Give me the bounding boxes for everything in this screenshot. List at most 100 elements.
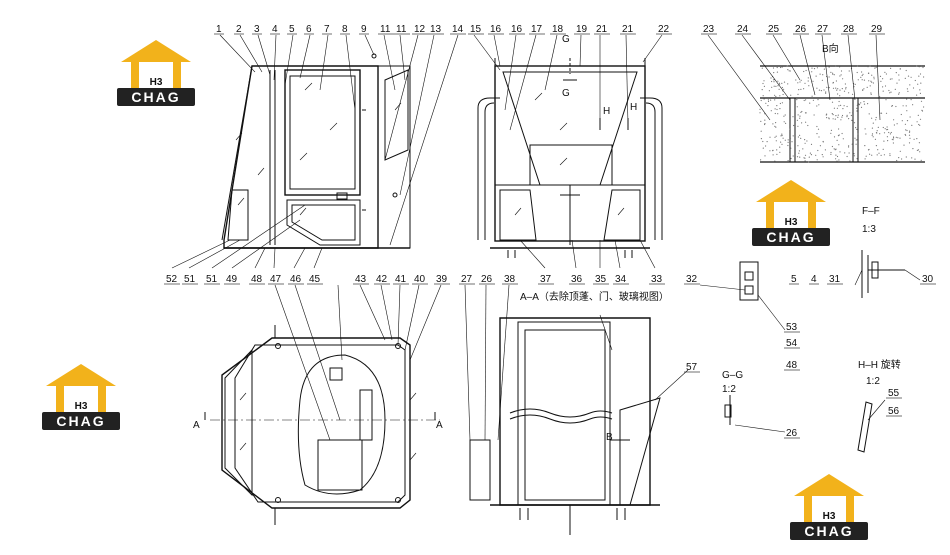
stipple-dot: [828, 76, 830, 78]
callout-16: 16: [511, 24, 523, 35]
stipple-dot: [884, 85, 887, 87]
stipple-dot: [884, 71, 886, 73]
stipple-dot: [787, 65, 789, 67]
stipple-dot: [871, 74, 873, 76]
stipple-dot: [848, 118, 850, 120]
stipple-dot: [844, 152, 846, 154]
stipple-dot: [895, 136, 897, 138]
stipple-dot: [907, 90, 909, 92]
stipple-dot: [923, 106, 925, 108]
stipple-dot: [797, 114, 799, 116]
stipple-dot: [776, 105, 778, 107]
callout-55: 55: [888, 388, 900, 399]
callout-48: 48: [251, 274, 263, 285]
stipple-dot: [858, 103, 860, 105]
stipple-dot: [775, 126, 777, 128]
stipple-dot: [761, 89, 763, 91]
callout-25: 25: [768, 24, 780, 35]
stipple-dot: [810, 154, 813, 156]
stipple-dot: [919, 118, 922, 120]
stipple-dot: [875, 66, 877, 68]
chag-logo: H3 CHAG: [42, 362, 120, 434]
stipple-dot: [804, 157, 806, 159]
stipple-dot: [764, 123, 766, 126]
stipple-dot: [776, 153, 778, 155]
stipple-dot: [889, 78, 892, 80]
stipple-dot: [899, 68, 901, 70]
stipple-dot: [808, 85, 810, 87]
stipple-dot: [890, 91, 892, 93]
stipple-dot: [787, 83, 789, 85]
stipple-dot: [831, 101, 834, 103]
stipple-dot: [785, 122, 787, 124]
stipple-dot: [777, 113, 779, 115]
stipple-dot: [885, 112, 888, 114]
stipple-dot: [773, 85, 775, 87]
stipple-dot: [815, 75, 817, 77]
stipple-dot: [867, 149, 870, 151]
callout-35: 35: [595, 274, 607, 285]
stipple-dot: [905, 69, 907, 72]
stipple-dot: [826, 113, 828, 115]
callout-42: 42: [376, 274, 388, 285]
stipple-dot: [826, 117, 828, 119]
stipple-dot: [760, 138, 763, 140]
stipple-dot: [917, 114, 919, 116]
stipple-dot: [920, 159, 922, 161]
house-mark-icon: H3: [46, 364, 116, 412]
stipple-dot: [783, 81, 786, 83]
stipple-dot: [781, 102, 784, 104]
stipple-dot: [909, 84, 911, 86]
callout-15: 15: [470, 24, 482, 35]
stipple-dot: [764, 155, 766, 157]
section-g-g-title: G–G: [722, 370, 743, 381]
stipple-dot: [866, 86, 868, 88]
stipple-dot: [853, 153, 855, 155]
stipple-dot: [779, 83, 781, 85]
stipple-dot: [809, 102, 811, 104]
stipple-dot: [908, 142, 911, 144]
section-marker-g-bottom: G: [562, 88, 570, 99]
stipple-dot: [799, 156, 801, 158]
stipple-dot: [919, 73, 922, 75]
stipple-dot: [919, 124, 921, 126]
stipple-dot: [836, 139, 838, 141]
stipple-dot: [838, 144, 840, 146]
stipple-dot: [825, 91, 827, 93]
stipple-dot: [888, 131, 890, 134]
stipple-dot: [882, 148, 884, 150]
stipple-dot: [803, 70, 805, 73]
stipple-dot: [796, 119, 799, 121]
stipple-dot: [818, 89, 821, 91]
stipple-dot: [868, 113, 870, 115]
stipple-dot: [869, 85, 871, 87]
stipple-dot: [781, 86, 784, 89]
stipple-dot: [909, 116, 911, 118]
stipple-dot: [770, 110, 772, 112]
stipple-dot: [781, 143, 783, 145]
stipple-dot: [856, 107, 858, 109]
stipple-dot: [882, 90, 884, 92]
svg-text:H3: H3: [823, 511, 836, 522]
stipple-dot: [842, 108, 844, 110]
callout-11: 11: [380, 24, 391, 35]
stipple-dot: [792, 135, 794, 137]
stipple-dot: [811, 71, 813, 73]
stipple-dot: [764, 119, 766, 121]
stipple-dot: [797, 82, 799, 84]
stipple-dot: [774, 99, 776, 101]
stipple-dot: [880, 154, 882, 156]
stipple-dot: [855, 139, 857, 141]
stipple-dot: [899, 137, 901, 139]
stipple-dot: [871, 81, 873, 83]
callout-45: 45: [309, 274, 321, 285]
stipple-dot: [890, 67, 892, 69]
stipple-dot: [766, 141, 768, 143]
stipple-dot: [869, 65, 871, 67]
callout-14: 14: [452, 24, 464, 35]
stipple-dot: [873, 76, 875, 78]
callout-56: 56: [888, 406, 900, 417]
stipple-dot: [882, 86, 884, 88]
stipple-dot: [771, 80, 773, 83]
stipple-dot: [805, 121, 807, 123]
